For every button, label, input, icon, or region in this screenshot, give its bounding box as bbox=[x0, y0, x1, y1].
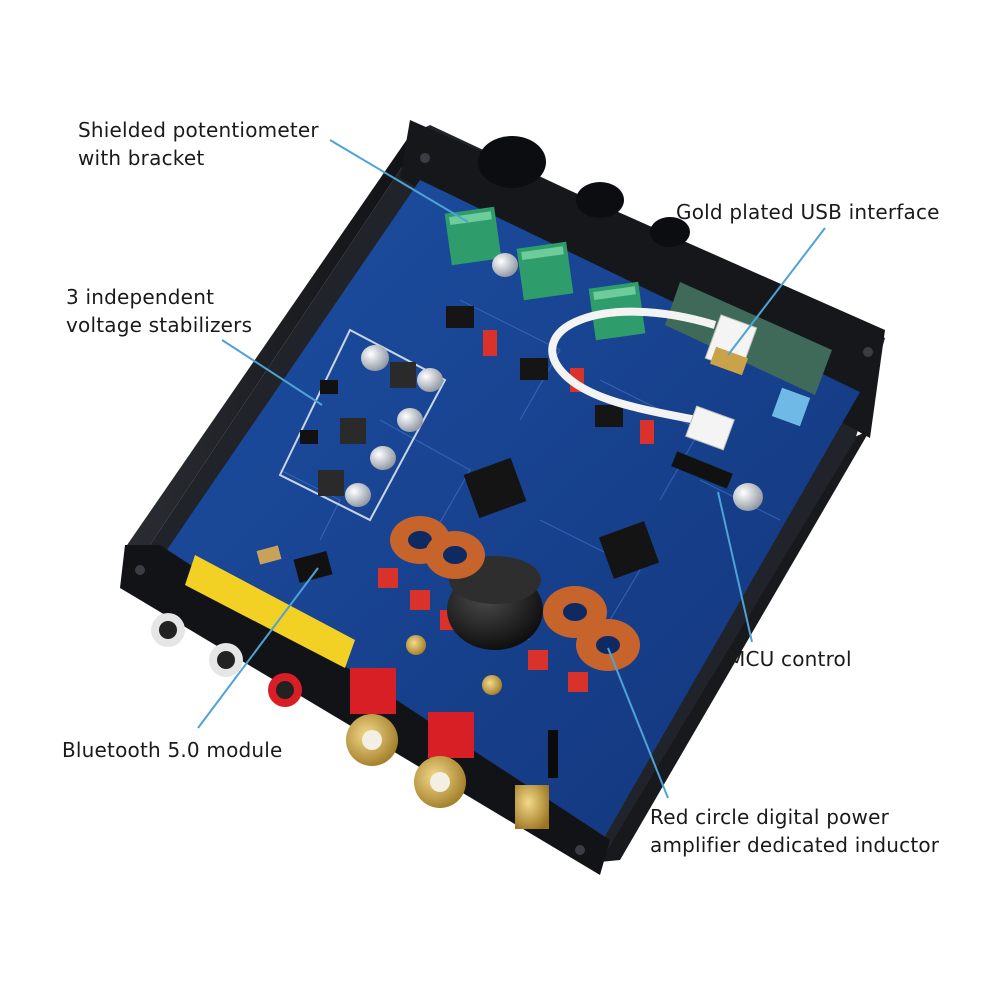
callout-inductor-line1: Red circle digital power bbox=[650, 805, 890, 829]
knob-shaft bbox=[478, 136, 546, 188]
op-amp bbox=[446, 306, 474, 328]
toroid-inductor bbox=[576, 619, 640, 671]
main-capacitor bbox=[447, 556, 543, 650]
potentiometer bbox=[516, 241, 574, 301]
toroid-inductors bbox=[390, 516, 640, 671]
rca-jack bbox=[151, 613, 185, 647]
op-amp bbox=[595, 405, 623, 427]
callout-potentiometer-line2: with bracket bbox=[78, 146, 205, 170]
callout-line-inductor bbox=[607, 647, 669, 799]
usb-module bbox=[548, 282, 832, 451]
rca-jack bbox=[268, 673, 302, 707]
potentiometer bbox=[444, 206, 502, 266]
antenna-connector bbox=[515, 730, 558, 829]
callout-mcu: MCU control bbox=[728, 645, 852, 673]
callout-potentiometer: Shielded potentiometer with bracket bbox=[78, 116, 319, 172]
small-capacitors bbox=[345, 253, 763, 511]
back-panel-screw bbox=[863, 347, 873, 357]
yellow-connector bbox=[185, 555, 355, 668]
knob-shaft bbox=[576, 182, 624, 218]
op-amp bbox=[520, 358, 548, 380]
chassis-right-wall bbox=[600, 430, 870, 862]
callout-inductor-line2: amplifier dedicated inductor bbox=[650, 833, 940, 857]
capacitor bbox=[733, 483, 763, 511]
usb-cable bbox=[548, 307, 717, 429]
bluetooth-module bbox=[256, 545, 333, 583]
capacitor bbox=[370, 446, 396, 470]
capacitor bbox=[492, 253, 518, 277]
callout-usb-line1: Gold plated USB interface bbox=[676, 200, 940, 224]
chassis-left-wall bbox=[125, 125, 430, 548]
callout-line-bluetooth bbox=[197, 567, 319, 729]
callout-stabilizers-line2: voltage stabilizers bbox=[66, 313, 253, 337]
knob-shaft bbox=[650, 217, 690, 247]
binding-post bbox=[346, 668, 398, 766]
callout-mcu-line1: MCU control bbox=[728, 647, 852, 671]
capacitor bbox=[345, 483, 371, 507]
callout-line-potentiometer bbox=[329, 139, 469, 223]
back-panel-screw bbox=[420, 153, 430, 163]
callout-line-usb bbox=[727, 227, 826, 356]
callout-lines bbox=[197, 139, 826, 799]
toroid-inductor bbox=[425, 531, 485, 579]
callout-bluetooth: Bluetooth 5.0 module bbox=[62, 736, 283, 764]
capacitor bbox=[417, 368, 443, 392]
capacitor bbox=[361, 345, 389, 371]
front-panel-screw bbox=[575, 845, 585, 855]
callout-line-mcu bbox=[717, 491, 753, 643]
capacitor bbox=[397, 408, 423, 432]
callout-bluetooth-line1: Bluetooth 5.0 module bbox=[62, 738, 283, 762]
front-panel bbox=[120, 545, 610, 875]
ic-chip bbox=[598, 521, 660, 579]
callout-line-stabilizers bbox=[221, 339, 323, 406]
callout-stabilizers-line1: 3 independent bbox=[66, 285, 215, 309]
mcu-chip bbox=[671, 451, 733, 489]
callout-inductor: Red circle digital power amplifier dedic… bbox=[650, 803, 939, 859]
callout-stabilizers: 3 independent voltage stabilizers bbox=[66, 283, 252, 339]
ic-chip bbox=[463, 457, 527, 519]
binding-post-top bbox=[406, 635, 502, 695]
binding-post bbox=[414, 712, 474, 808]
callout-usb: Gold plated USB interface bbox=[676, 198, 940, 226]
stabilizer-inductors bbox=[300, 362, 416, 496]
rca-jack bbox=[209, 643, 243, 677]
callout-potentiometer-line1: Shielded potentiometer bbox=[78, 118, 319, 142]
ic-chips bbox=[446, 306, 733, 579]
front-panel-screw bbox=[135, 565, 145, 575]
pcb-board bbox=[160, 180, 860, 845]
